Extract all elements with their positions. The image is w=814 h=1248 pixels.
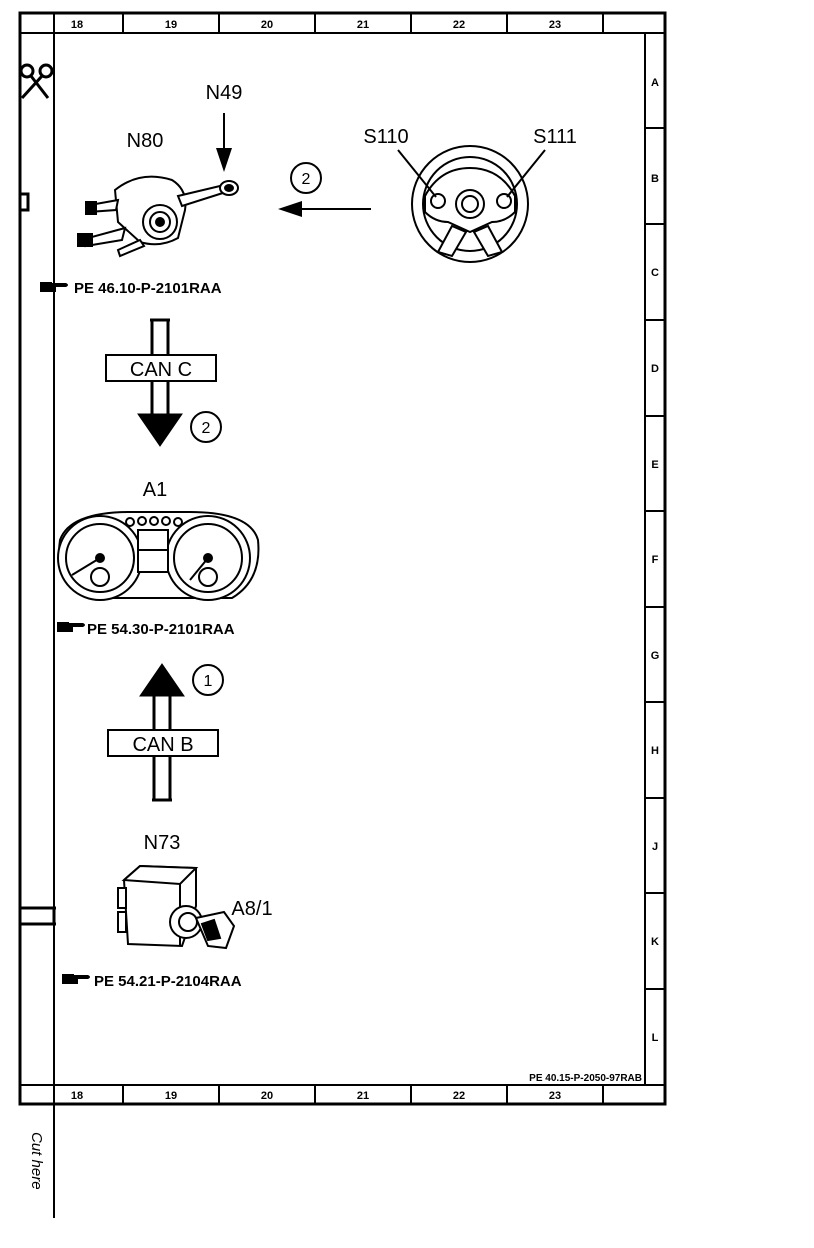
n80-reference: PE 46.10-P-2101RAA [74, 280, 222, 297]
n80-module-icon [77, 175, 239, 258]
step-marker: 1 [192, 664, 224, 696]
n80-label: N80 [127, 130, 164, 152]
n49-label: N49 [206, 82, 243, 104]
binder-mark-upper [20, 192, 30, 212]
step-marker: 2 [190, 411, 222, 443]
steering-wheel-icon [411, 145, 529, 263]
row-label: L [652, 1032, 659, 1044]
col-label: 21 [357, 19, 369, 31]
hand-pointer-icon [57, 622, 85, 632]
step-number: 1 [204, 673, 213, 690]
scissors-icon [19, 63, 54, 100]
column-labels-top: 18 19 20 21 22 23 [71, 19, 561, 31]
col-label: 23 [549, 1090, 561, 1102]
row-labels: A B C D E F G H J K L [651, 77, 660, 1044]
n73-label: N73 [144, 832, 181, 854]
col-label: 18 [71, 19, 83, 31]
row-label: K [651, 936, 659, 948]
col-label: 21 [357, 1090, 369, 1102]
row-label: J [652, 841, 658, 853]
row-label: C [651, 267, 659, 279]
a1-label: A1 [143, 479, 167, 501]
document-id: PE 40.15-P-2050-97RAB [529, 1073, 642, 1084]
can-c-arrow [105, 318, 217, 447]
col-label: 20 [261, 1090, 273, 1102]
instrument-cluster-icon [57, 511, 260, 601]
can-b-arrow [107, 663, 219, 802]
row-label: H [651, 745, 659, 757]
step-number: 2 [202, 420, 211, 437]
a1-reference: PE 54.30-P-2101RAA [87, 621, 235, 638]
col-label: 19 [165, 1090, 177, 1102]
col-label: 22 [453, 1090, 465, 1102]
row-label: E [651, 459, 658, 471]
cut-here-label: Cut here [28, 1132, 45, 1190]
can-b-label: CAN B [132, 734, 193, 756]
col-label: 22 [453, 19, 465, 31]
s111-label: S111 [533, 126, 577, 148]
hand-pointer-icon [62, 974, 90, 984]
n73-reference: PE 54.21-P-2104RAA [94, 973, 242, 990]
s111-leader [506, 149, 546, 198]
row-label: A [651, 77, 659, 89]
can-c-label: CAN C [130, 359, 192, 381]
step-marker: 2 [290, 162, 322, 194]
row-label: B [651, 173, 659, 185]
s110-label: S110 [363, 126, 408, 148]
column-labels-bottom: 18 19 20 21 22 23 [71, 1090, 561, 1102]
a81-label: A8/1 [231, 898, 272, 920]
binder-mark-lower [20, 906, 56, 926]
signal-arrow-left [278, 201, 371, 217]
s110-leader [397, 149, 437, 198]
ignition-switch-icon [117, 864, 236, 950]
col-label: 18 [71, 1090, 83, 1102]
row-label: F [652, 554, 659, 566]
n49-pointer-arrow [216, 113, 232, 172]
col-label: 23 [549, 19, 561, 31]
step-number: 2 [302, 171, 311, 188]
sheet-frame [18, 11, 667, 1218]
col-label: 19 [165, 19, 177, 31]
row-label: G [651, 650, 660, 662]
col-label: 20 [261, 19, 273, 31]
row-label: D [651, 363, 659, 375]
hand-pointer-icon [40, 282, 68, 292]
